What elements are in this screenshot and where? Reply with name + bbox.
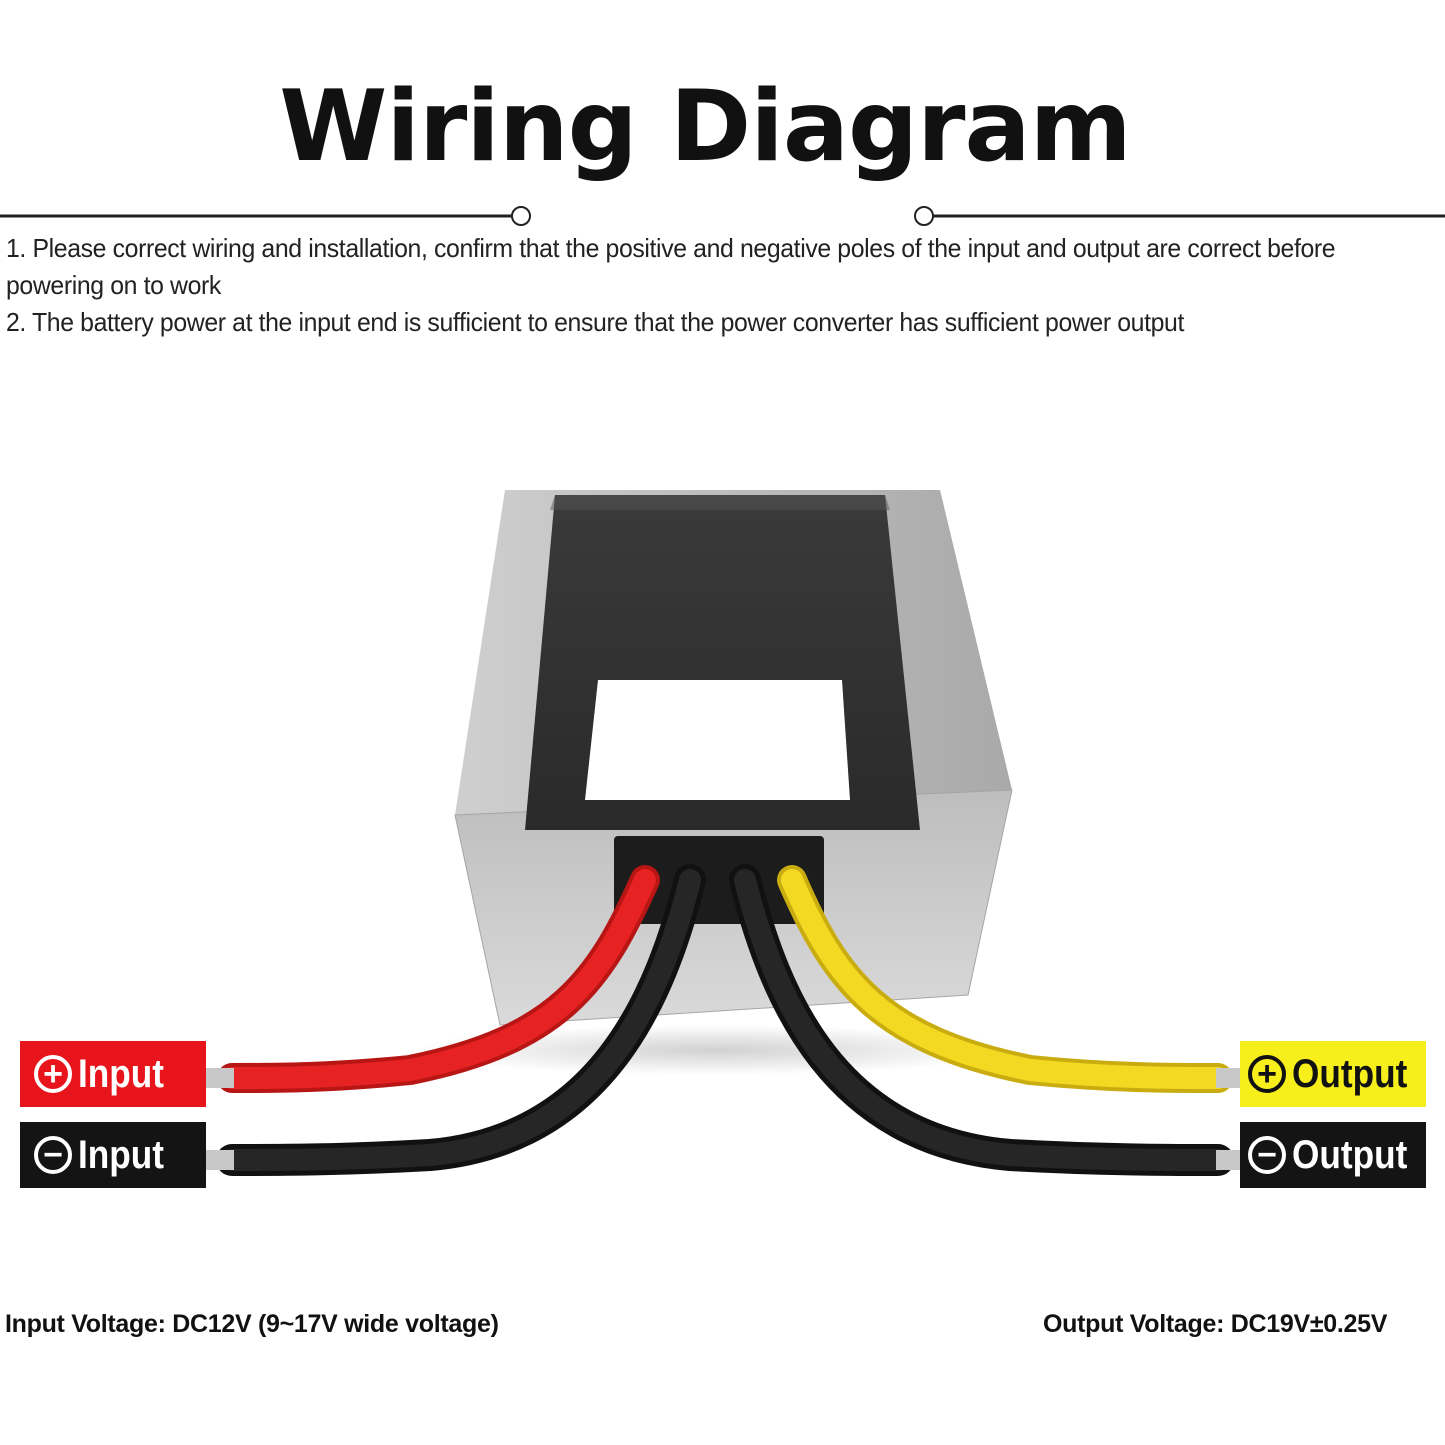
instruction-notes: 1. Please correct wiring and installatio… xyxy=(6,230,1444,341)
label-output-negative: − Output xyxy=(1240,1122,1426,1188)
input-voltage-spec: Input Voltage: DC12V (9~17V wide voltage… xyxy=(5,1310,499,1338)
converter-housing xyxy=(454,490,1013,1026)
label-input-negative: − Input xyxy=(20,1122,206,1188)
label-input-positive: + Input xyxy=(20,1041,206,1107)
page-title: Wiring Diagram xyxy=(279,70,1131,184)
plus-icon: + xyxy=(1248,1055,1286,1093)
shadow xyxy=(415,1025,1015,1075)
output-voltage-spec: Output Voltage: DC19V±0.25V xyxy=(1043,1310,1388,1338)
minus-icon: − xyxy=(34,1136,72,1174)
plus-icon: + xyxy=(34,1055,72,1093)
minus-icon: − xyxy=(1248,1136,1286,1174)
note-2: 2. The battery power at the input end is… xyxy=(6,307,1185,337)
wire-output-negative xyxy=(729,864,1246,1176)
wire-output-positive xyxy=(777,865,1246,1093)
label-output-positive: + Output xyxy=(1240,1041,1426,1107)
title-divider xyxy=(0,206,1445,226)
note-1: 1. Please correct wiring and installatio… xyxy=(6,233,1336,300)
wire-input-positive xyxy=(204,865,660,1093)
wire-input-negative xyxy=(204,864,706,1176)
